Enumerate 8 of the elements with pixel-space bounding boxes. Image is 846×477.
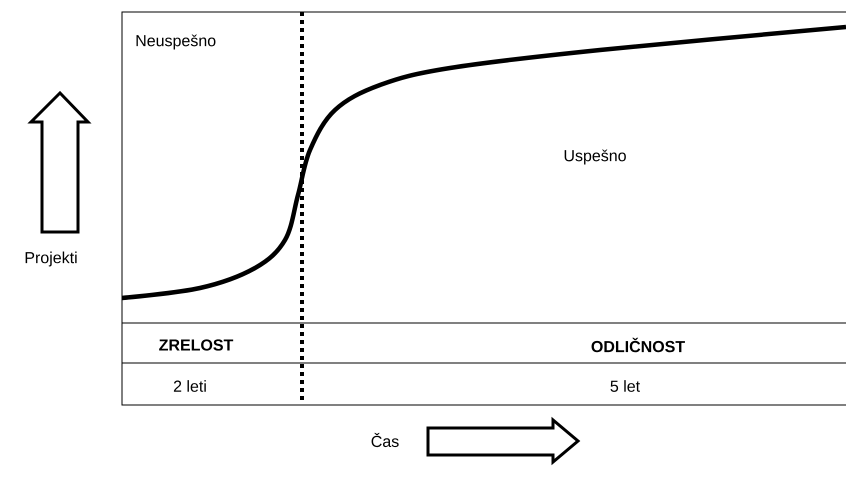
table-cell: 2 leti (174, 380, 206, 392)
table-header: ZRELOST (159, 339, 234, 351)
region-label: Neuspešno (136, 34, 216, 50)
region-label: Uspešno (564, 150, 626, 164)
axis-label: Čas (372, 432, 399, 448)
table-header: ODLIČNOST (592, 338, 685, 352)
table-cell: 5 let (610, 380, 640, 392)
axis-label: Projekti (26, 252, 77, 266)
